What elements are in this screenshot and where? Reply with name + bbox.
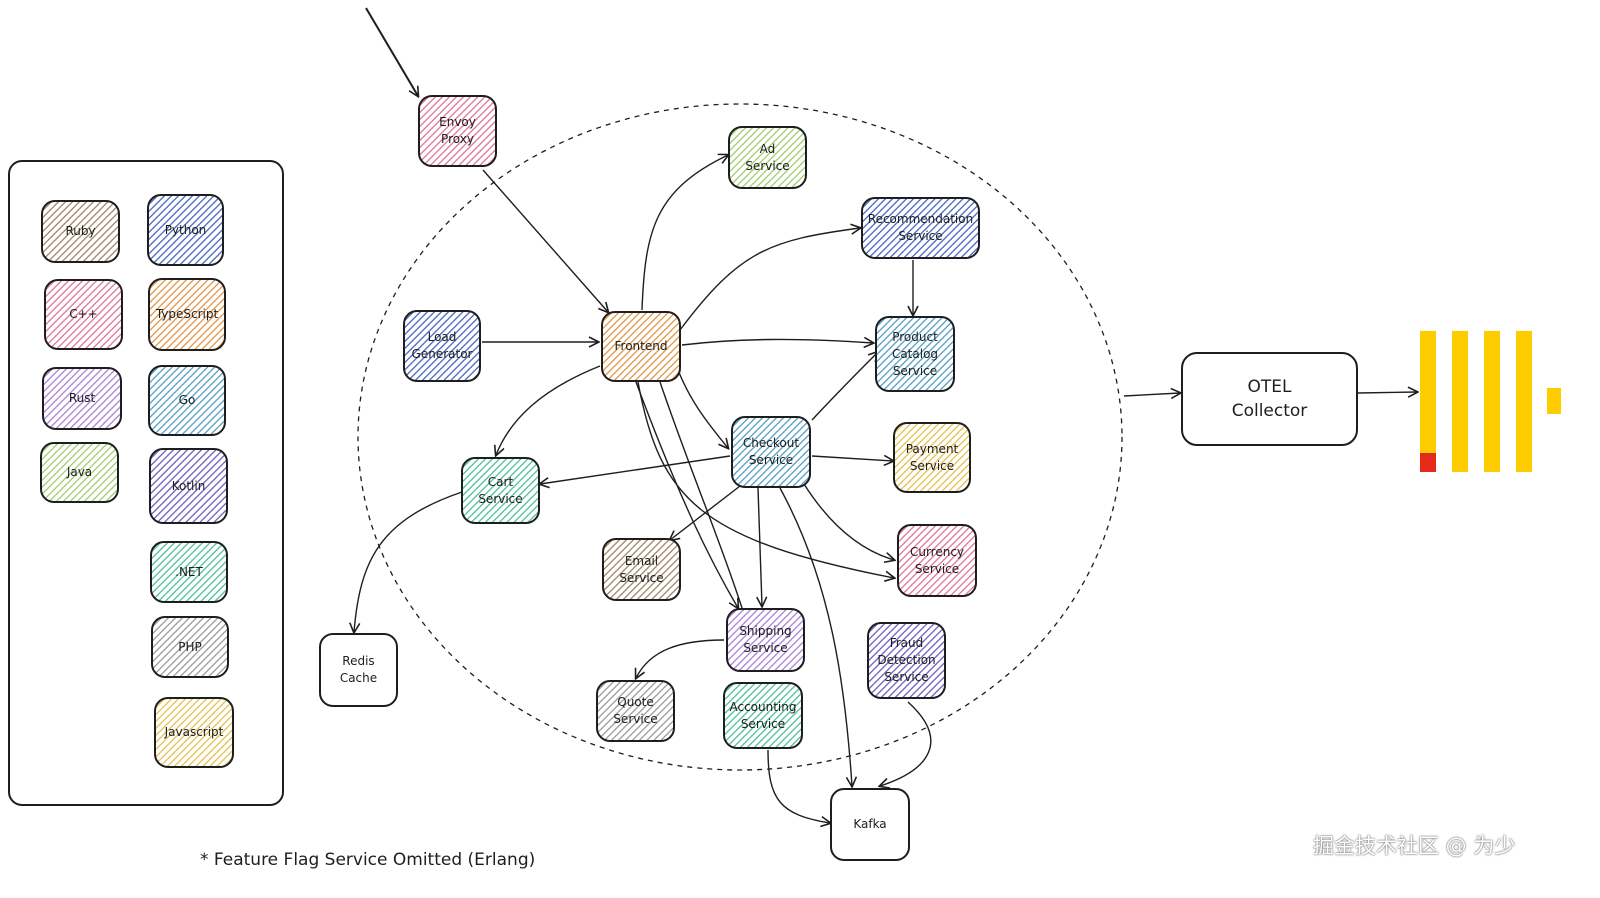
checkout-service-node: Checkout Service bbox=[731, 416, 811, 488]
legend-ruby: Ruby bbox=[41, 200, 120, 263]
legend-kotlin: Kotlin bbox=[149, 448, 228, 524]
currency-service-node: Currency Service bbox=[897, 524, 977, 597]
redis-cache-node: Redis Cache bbox=[319, 633, 398, 707]
logo-bar bbox=[1516, 331, 1532, 472]
legend-php: PHP bbox=[151, 616, 229, 678]
edge-frontend-cart bbox=[496, 365, 601, 455]
email-service-node: Email Service bbox=[602, 538, 681, 601]
edge-checkout-payment bbox=[811, 456, 893, 461]
edge-external-envoy bbox=[365, 7, 418, 96]
fraud-detection-service-node: Fraud Detection Service bbox=[867, 622, 946, 699]
legend-java: Java bbox=[40, 442, 119, 503]
logo-bar-small bbox=[1547, 388, 1561, 414]
load-generator-node: Load Generator bbox=[403, 310, 481, 382]
edge-shipping-quote bbox=[636, 639, 725, 678]
edge-cart-redis bbox=[354, 491, 463, 632]
logo-bar bbox=[1484, 331, 1500, 472]
edge-frontend-shipping-b bbox=[659, 381, 743, 609]
legend-python: Python bbox=[147, 194, 224, 266]
language-legend-panel bbox=[8, 160, 284, 806]
logo-bar bbox=[1420, 331, 1436, 472]
footnote-text: * Feature Flag Service Omitted (Erlang) bbox=[200, 850, 536, 870]
edge-otel-backend bbox=[1357, 392, 1417, 393]
envoy-proxy-node: Envoy Proxy bbox=[418, 95, 497, 167]
edge-checkout-catalog bbox=[811, 352, 878, 421]
logo-bar bbox=[1452, 331, 1468, 472]
edge-frontend-recommendation bbox=[679, 228, 860, 331]
edge-checkout-cart bbox=[540, 455, 731, 484]
payment-service-node: Payment Service bbox=[893, 422, 971, 493]
edge-checkout-email bbox=[670, 485, 741, 540]
edge-checkout-kafka bbox=[779, 487, 852, 786]
edge-envoy-frontend bbox=[482, 169, 608, 312]
edge-accounting-kafka bbox=[767, 749, 830, 823]
edge-checkout-shipping bbox=[758, 487, 762, 606]
frontend-node: Frontend bbox=[601, 311, 681, 382]
quote-service-node: Quote Service bbox=[596, 680, 675, 742]
legend-go: Go bbox=[148, 365, 226, 436]
ad-service-node: Ad Service bbox=[728, 126, 807, 189]
edge-frontend-currency bbox=[637, 381, 894, 578]
edge-frontend-shipping-a bbox=[635, 381, 738, 608]
edge-checkout-currency bbox=[803, 483, 894, 560]
edge-system-otel bbox=[1123, 393, 1180, 396]
accounting-service-node: Accounting Service bbox=[723, 682, 803, 749]
legend-cpp: C++ bbox=[44, 279, 123, 350]
product-catalog-service-node: Product Catalog Service bbox=[875, 316, 955, 392]
legend-javascript: Javascript bbox=[154, 697, 234, 768]
cart-service-node: Cart Service bbox=[461, 457, 540, 524]
logo-bar-red-segment bbox=[1420, 453, 1436, 472]
otel-collector-node: OTEL Collector bbox=[1181, 352, 1358, 446]
edge-frontend-catalog bbox=[681, 339, 873, 345]
legend-rust: Rust bbox=[42, 367, 122, 430]
shipping-service-node: Shipping Service bbox=[726, 608, 805, 672]
legend-typescript: TypeScript bbox=[148, 278, 226, 351]
kafka-node: Kafka bbox=[830, 788, 910, 861]
recommendation-service-node: Recommendation Service bbox=[861, 197, 980, 259]
legend-dotnet: .NET bbox=[150, 541, 228, 603]
edge-frontend-checkout bbox=[677, 369, 728, 448]
system-boundary-ellipse bbox=[357, 103, 1123, 771]
edge-fraud-kafka bbox=[880, 701, 932, 786]
edge-frontend-ad bbox=[641, 155, 728, 311]
watermark-text: 掘金技术社区 @ 为少 bbox=[1313, 834, 1516, 858]
